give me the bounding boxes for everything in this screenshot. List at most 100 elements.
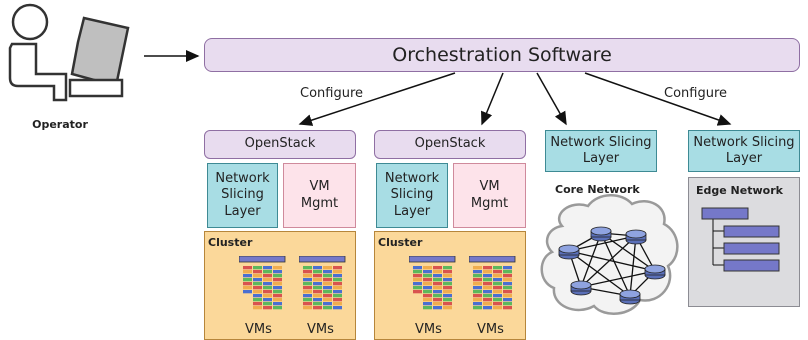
vm-cell [333, 286, 342, 290]
vm-cell [503, 266, 512, 270]
vms-label: VMs [307, 322, 334, 337]
cluster-box: Cluster VMs VMs [374, 231, 526, 340]
nsl-label: Network Slicing Layer [215, 171, 270, 219]
vm-cell [273, 306, 282, 310]
vm-cell [443, 266, 452, 270]
vm-cell [253, 282, 262, 286]
vm-cell [483, 298, 492, 302]
router-icon [590, 226, 612, 242]
core-link [568, 235, 637, 252]
vm-cell [263, 290, 272, 294]
vm-cell [323, 286, 332, 290]
edge-nsl-label: Network Slicing Layer [693, 134, 795, 166]
vm-cell [503, 306, 512, 310]
network-slicing-layer-box: Network Slicing Layer [207, 163, 278, 228]
vm-cell [313, 298, 322, 302]
vm-cell [433, 294, 442, 298]
vm-cell [273, 282, 282, 286]
core-link [568, 250, 582, 288]
vm-cell [443, 286, 452, 290]
vm-cell [313, 270, 322, 274]
vm-cell [273, 298, 282, 302]
server-bar [238, 255, 286, 263]
vm-cell [333, 282, 342, 286]
vm-cell [303, 298, 312, 302]
vm-cell [433, 266, 442, 270]
cluster-box: Cluster VMs VMs [204, 231, 356, 340]
vm-cell [413, 286, 422, 290]
openstack-box: OpenStack [374, 130, 526, 159]
vm-cell [273, 278, 282, 282]
vm-cell [303, 286, 312, 290]
router-icon [644, 264, 666, 280]
vm-cell [273, 302, 282, 306]
vm-cell [413, 270, 422, 274]
vm-cell [503, 274, 512, 278]
vm-cell [253, 306, 262, 310]
vm-cell [483, 278, 492, 282]
vm-cell [263, 302, 272, 306]
vm-cell [413, 282, 422, 286]
vm-cell [423, 294, 432, 298]
core-network-slicing-layer-box: Network Slicing Layer [545, 130, 657, 172]
vm-cell [303, 282, 312, 286]
vm-cell [493, 290, 502, 294]
vm-cell [263, 270, 272, 274]
vm-cell [503, 298, 512, 302]
vm-cell [333, 294, 342, 298]
vm-cell [243, 286, 252, 290]
vm-cell [493, 286, 502, 290]
vm-cell [313, 306, 322, 310]
vm-cell [473, 306, 482, 310]
vm-cell [413, 274, 422, 278]
orchestration-label: Orchestration Software [392, 44, 612, 66]
vm-cell [273, 270, 282, 274]
vm-cell [443, 282, 452, 286]
vm-cell [273, 274, 282, 278]
vm-cell [333, 298, 342, 302]
vm-cell [433, 274, 442, 278]
vm-cell [483, 270, 492, 274]
vm-cell [433, 290, 442, 294]
vm-cell [253, 266, 262, 270]
vm-cell [503, 294, 512, 298]
vm-cell [433, 302, 442, 306]
vm-cell [443, 294, 452, 298]
vm-cell [423, 278, 432, 282]
vm-cell [473, 270, 482, 274]
core-link [600, 232, 656, 272]
vm-cell [443, 298, 452, 302]
vm-cell [313, 286, 322, 290]
cluster-label: Cluster [208, 236, 253, 249]
vm-cell [313, 294, 322, 298]
core-link [635, 235, 656, 272]
cluster-label: Cluster [378, 236, 423, 249]
vm-cell [503, 282, 512, 286]
vm-cell [313, 278, 322, 282]
vm-cell [313, 266, 322, 270]
vm-cell [333, 266, 342, 270]
vm-cell [483, 286, 492, 290]
vm-cell [413, 290, 422, 294]
core-nsl-label: Network Slicing Layer [550, 134, 652, 166]
vm-rack [238, 255, 287, 320]
vm-cell [473, 266, 482, 270]
openstack-box: OpenStack [204, 130, 356, 159]
vm-cell [433, 270, 442, 274]
vm-cell [323, 298, 332, 302]
vm-cell [423, 298, 432, 302]
vm-cell [503, 290, 512, 294]
vm-cell [413, 266, 422, 270]
vm-cell [253, 290, 262, 294]
vm-cell [423, 282, 432, 286]
vm-cell [273, 266, 282, 270]
vm-cell [323, 290, 332, 294]
vm-cell [303, 294, 312, 298]
vm-cell [503, 270, 512, 274]
vm-cell [423, 274, 432, 278]
vms-label: VMs [245, 322, 272, 337]
vm-cell [473, 294, 482, 298]
vm-rack [468, 255, 517, 320]
vm-cell [433, 306, 442, 310]
vm-cell [253, 298, 262, 302]
